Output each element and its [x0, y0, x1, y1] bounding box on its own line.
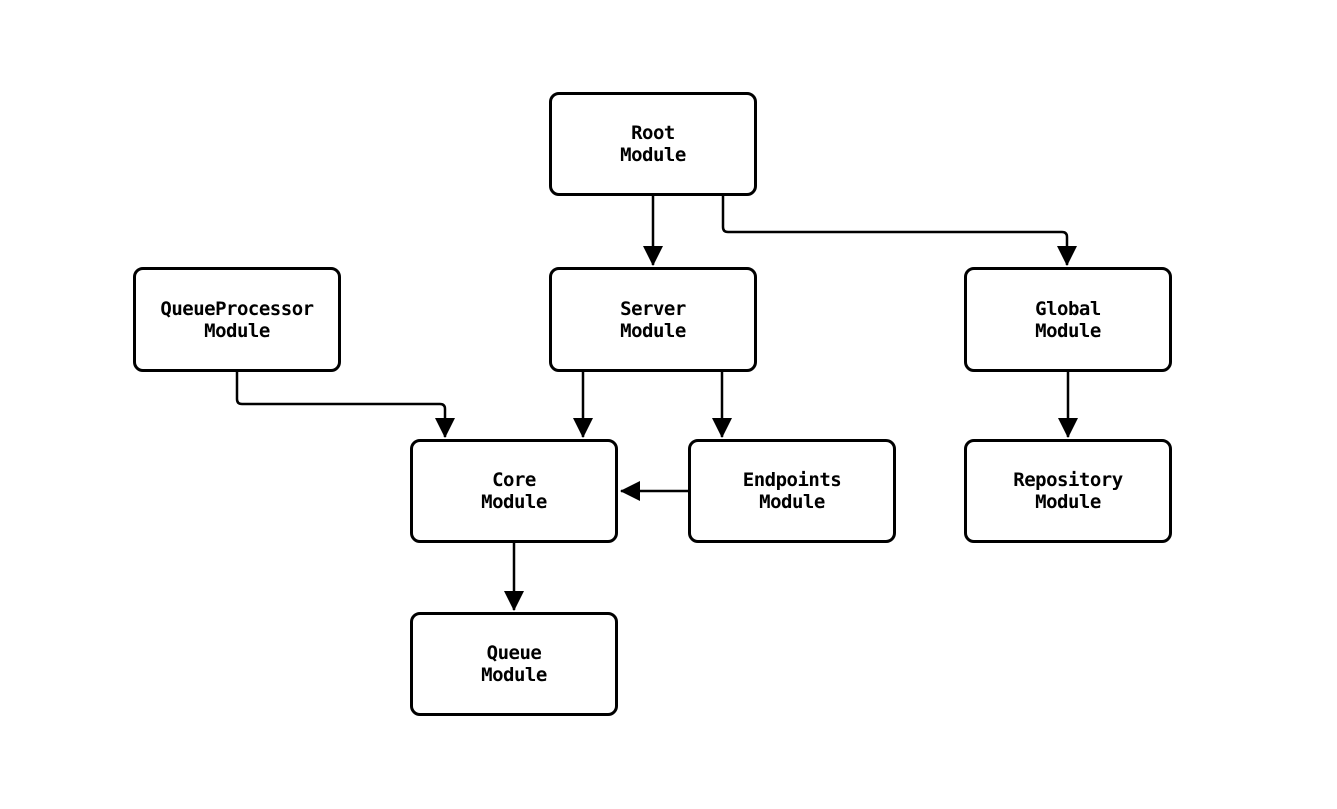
- edge-root-module-to-global-module: [721, 196, 1077, 266]
- node-label-line: Module: [481, 491, 547, 513]
- node-server-module-label: Server Module: [620, 298, 686, 342]
- node-label-line: Module: [481, 664, 547, 686]
- node-server-module: Server Module: [549, 267, 757, 372]
- node-label-line: Module: [620, 144, 686, 166]
- node-label-line: Repository: [1013, 469, 1123, 491]
- node-queue-module-label: Queue Module: [481, 642, 547, 686]
- edge-queueprocessor-module-to-core-module: [235, 372, 455, 438]
- node-core-module: Core Module: [410, 439, 618, 543]
- node-label-line: Module: [1035, 491, 1101, 513]
- node-queueprocessor-module-label: QueueProcessor Module: [160, 297, 314, 342]
- node-root-module-label: Root Module: [620, 122, 686, 166]
- node-global-module: Global Module: [964, 267, 1172, 372]
- node-label-line: Module: [759, 491, 825, 513]
- node-label-line: Module: [1035, 319, 1101, 342]
- node-queueprocessor-module: QueueProcessor Module: [133, 267, 341, 372]
- node-label-line: Root: [631, 122, 675, 144]
- node-label-line: Server: [620, 297, 686, 320]
- node-label-line: Global: [1035, 297, 1101, 320]
- node-endpoints-module: Endpoints Module: [688, 439, 896, 543]
- node-root-module: Root Module: [549, 92, 757, 196]
- node-label-line: Module: [620, 319, 686, 342]
- node-endpoints-module-label: Endpoints Module: [742, 469, 842, 513]
- node-queue-module: Queue Module: [410, 612, 618, 716]
- node-global-module-label: Global Module: [1035, 298, 1101, 342]
- node-label-line: QueueProcessor: [160, 297, 314, 320]
- node-label-line: Endpoints: [742, 469, 842, 491]
- node-label-line: Module: [204, 319, 270, 342]
- node-label-line: Queue: [486, 642, 542, 664]
- node-label-line: Core: [492, 469, 536, 491]
- node-repository-module: Repository Module: [964, 439, 1172, 543]
- node-repository-module-label: Repository Module: [1013, 469, 1123, 513]
- node-core-module-label: Core Module: [481, 469, 547, 513]
